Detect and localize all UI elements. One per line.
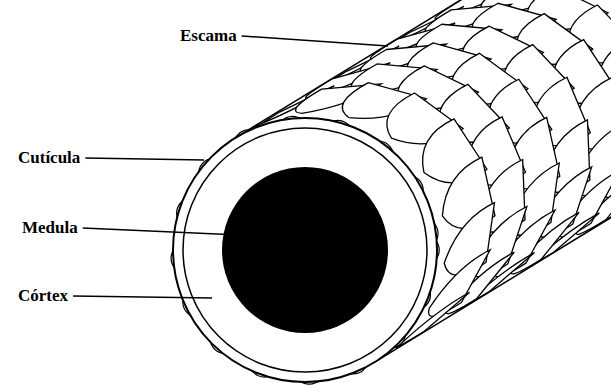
hair-shaft	[171, 0, 611, 384]
scale	[429, 250, 491, 317]
leader-lines	[73, 36, 388, 298]
part-label: Cutícula	[18, 148, 80, 168]
part-label: Córtex	[18, 286, 68, 306]
cross-section	[173, 118, 437, 382]
leader-line	[242, 36, 388, 46]
shaft-edge	[236, 0, 594, 137]
cuticle-outer	[173, 118, 437, 382]
medulla-disc	[222, 167, 388, 333]
leader-line	[85, 158, 204, 160]
part-label: Medula	[22, 218, 78, 238]
leader-line	[73, 296, 212, 298]
leader-line	[83, 228, 262, 236]
part-label: Escama	[180, 26, 237, 46]
cortex-outline	[183, 128, 427, 372]
